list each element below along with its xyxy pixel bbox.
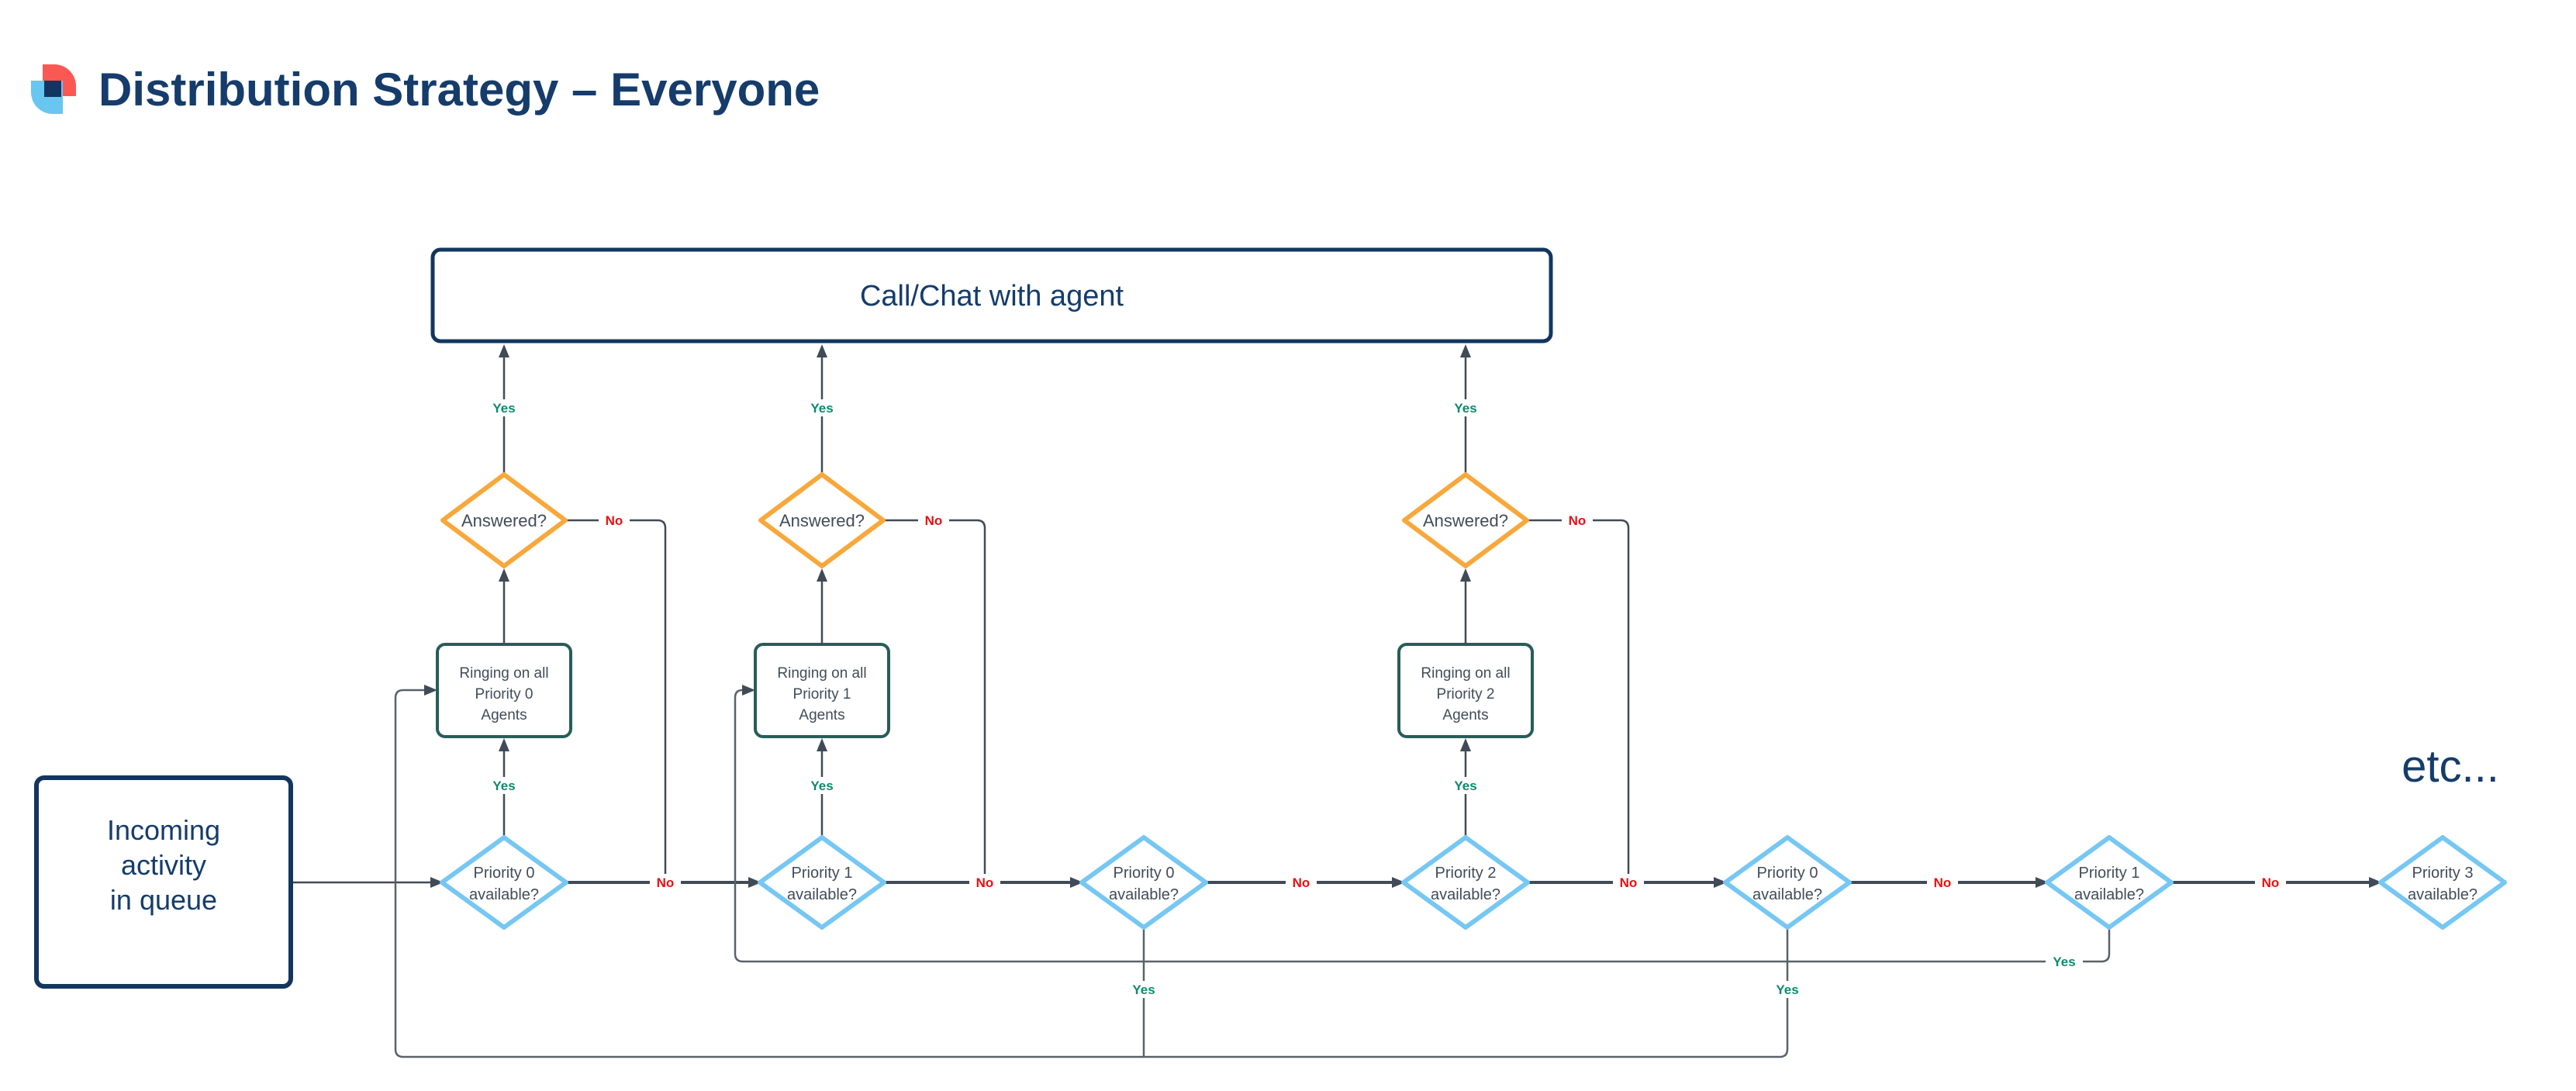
page-title: Distribution Strategy – Everyone [98, 64, 820, 116]
arrowhead-into-check-p0-2 [1070, 877, 1083, 888]
svg-text:available?: available? [1109, 886, 1179, 903]
arrowhead-into-check-p1-2 [2036, 877, 2049, 888]
svg-text:Agents: Agents [799, 707, 844, 723]
svg-text:Agents: Agents [481, 707, 527, 723]
svg-text:Incoming: Incoming [107, 814, 220, 846]
edge-label-no-answered-1: No [606, 513, 623, 528]
svg-text:available?: available? [2408, 886, 2478, 903]
svg-text:Ringing on all: Ringing on all [1421, 665, 1510, 682]
svg-text:Priority 1: Priority 1 [2079, 865, 2140, 882]
svg-text:in queue: in queue [110, 884, 217, 916]
node-ringing-p1: Ringing on all Priority 1 Agents [754, 643, 890, 738]
edge-check-p0-3-loop-to-ringing-p0 [394, 689, 1789, 1058]
arrowhead-into-ringing-p2-bottom [1460, 738, 1471, 751]
edge-answered-1-no-drop [565, 519, 667, 881]
edge-label-yes-check-p1-2: Yes [2053, 955, 2075, 969]
arrowhead-into-ringing-p1-left [742, 685, 755, 696]
edge-label-yes-check-p1-1: Yes [810, 779, 833, 793]
node-ringing-p2: Ringing on all Priority 2 Agents [1397, 643, 1534, 738]
svg-text:Priority 1: Priority 1 [792, 865, 853, 882]
edge-label-no-check-p1-1: No [976, 875, 994, 890]
svg-text:available?: available? [469, 886, 539, 903]
node-answered-3: Answered? [1402, 472, 1529, 568]
svg-text:activity: activity [121, 849, 206, 881]
edge-label-no-check-p1-2: No [2262, 875, 2280, 890]
arrowhead-into-ringing-p1-bottom [817, 738, 827, 751]
arrowhead-into-answered-1 [499, 568, 509, 582]
arrowhead-into-check-p1-1 [748, 877, 761, 888]
svg-text:Priority 2: Priority 2 [1437, 686, 1495, 703]
edge-label-yes-check-p0-1: Yes [492, 779, 515, 793]
node-check-p0-1: Priority 0 available? [440, 835, 568, 930]
edge-label-no-check-p0-2: No [1293, 875, 1310, 890]
svg-text:Answered?: Answered? [461, 511, 547, 530]
edge-label-no-check-p0-1: No [657, 875, 675, 890]
node-incoming-queue: Incoming activity in queue [34, 775, 293, 989]
svg-text:available?: available? [787, 886, 857, 903]
svg-text:Ringing on all: Ringing on all [459, 665, 548, 682]
node-answered-1: Answered? [440, 472, 568, 568]
edge-labels: Yes Yes Yes Yes Yes Yes Yes Yes Yes No N… [485, 399, 2286, 998]
node-call-chat: Call/Chat with agent [430, 247, 1553, 344]
node-check-p0-3: Priority 0 available? [1723, 835, 1852, 930]
edge-label-yes-check-p0-3: Yes [1776, 982, 1798, 997]
arrowhead-into-check-p0-1 [430, 877, 444, 888]
edge-label-no-answered-2: No [925, 513, 943, 528]
node-answered-2: Answered? [758, 472, 886, 568]
arrowhead-into-check-p2 [1392, 877, 1405, 888]
arrowhead-into-check-p0-3 [1714, 877, 1727, 888]
svg-text:Answered?: Answered? [779, 511, 865, 530]
svg-text:available?: available? [1752, 886, 1822, 903]
node-check-p3: Priority 3 available? [2378, 835, 2507, 930]
svg-text:Answered?: Answered? [1423, 511, 1508, 530]
node-check-p1-2: Priority 1 available? [2045, 835, 2174, 930]
arrowhead-into-ringing-p0-left [424, 685, 437, 696]
svg-text:available?: available? [1431, 886, 1500, 903]
svg-text:available?: available? [2074, 886, 2144, 903]
svg-text:Priority 0: Priority 0 [475, 686, 534, 703]
brand-logo-icon [31, 64, 76, 114]
arrowhead-into-call-chat-3 [1460, 344, 1471, 357]
svg-text:Priority 3: Priority 3 [2412, 865, 2474, 882]
arrowhead-into-call-chat-2 [817, 344, 827, 357]
svg-text:Call/Chat with agent: Call/Chat with agent [860, 280, 1124, 312]
edge-label-yes-answered-3: Yes [1454, 401, 1476, 416]
edge-label-no-check-p2: No [1620, 875, 1638, 890]
edge-label-yes-answered-2: Yes [810, 401, 833, 416]
arrowhead-into-check-p3 [2369, 877, 2382, 888]
node-check-p2: Priority 2 available? [1401, 835, 1530, 930]
arrowhead-into-ringing-p0-bottom [499, 738, 509, 751]
arrowheads [424, 344, 2382, 888]
svg-text:Priority 0: Priority 0 [1114, 865, 1175, 882]
edge-label-yes-check-p2: Yes [1454, 779, 1476, 793]
edge-label-yes-check-p0-2: Yes [1132, 982, 1155, 997]
node-check-p1-1: Priority 1 available? [758, 835, 886, 930]
svg-text:Priority 2: Priority 2 [1435, 865, 1497, 882]
etc-label: etc... [2402, 741, 2499, 792]
edges [291, 357, 2370, 1058]
edge-label-no-check-p0-3: No [1934, 875, 1952, 890]
node-check-p0-2: Priority 0 available? [1079, 835, 1208, 930]
svg-text:Priority 0: Priority 0 [474, 865, 535, 882]
svg-text:Priority 0: Priority 0 [1757, 865, 1818, 882]
node-ringing-p0: Ringing on all Priority 0 Agents [436, 643, 572, 738]
arrowhead-into-answered-3 [1460, 568, 1471, 582]
edge-label-no-answered-3: No [1569, 513, 1587, 528]
svg-text:Priority 1: Priority 1 [793, 686, 851, 703]
nodes: Incoming activity in queue Call/Chat wit… [34, 247, 2507, 989]
arrowhead-into-answered-2 [817, 568, 827, 582]
edge-answered-2-no-drop [883, 519, 986, 881]
logo-navy-shape [44, 81, 61, 97]
arrowhead-into-call-chat-1 [499, 344, 509, 357]
edge-answered-3-no-drop [1527, 519, 1630, 881]
edge-label-yes-answered-1: Yes [492, 401, 515, 416]
edge-check-p1-2-loop-to-ringing-p1 [734, 689, 2111, 963]
svg-text:Ringing on all: Ringing on all [777, 665, 866, 682]
svg-text:Agents: Agents [1442, 707, 1488, 723]
